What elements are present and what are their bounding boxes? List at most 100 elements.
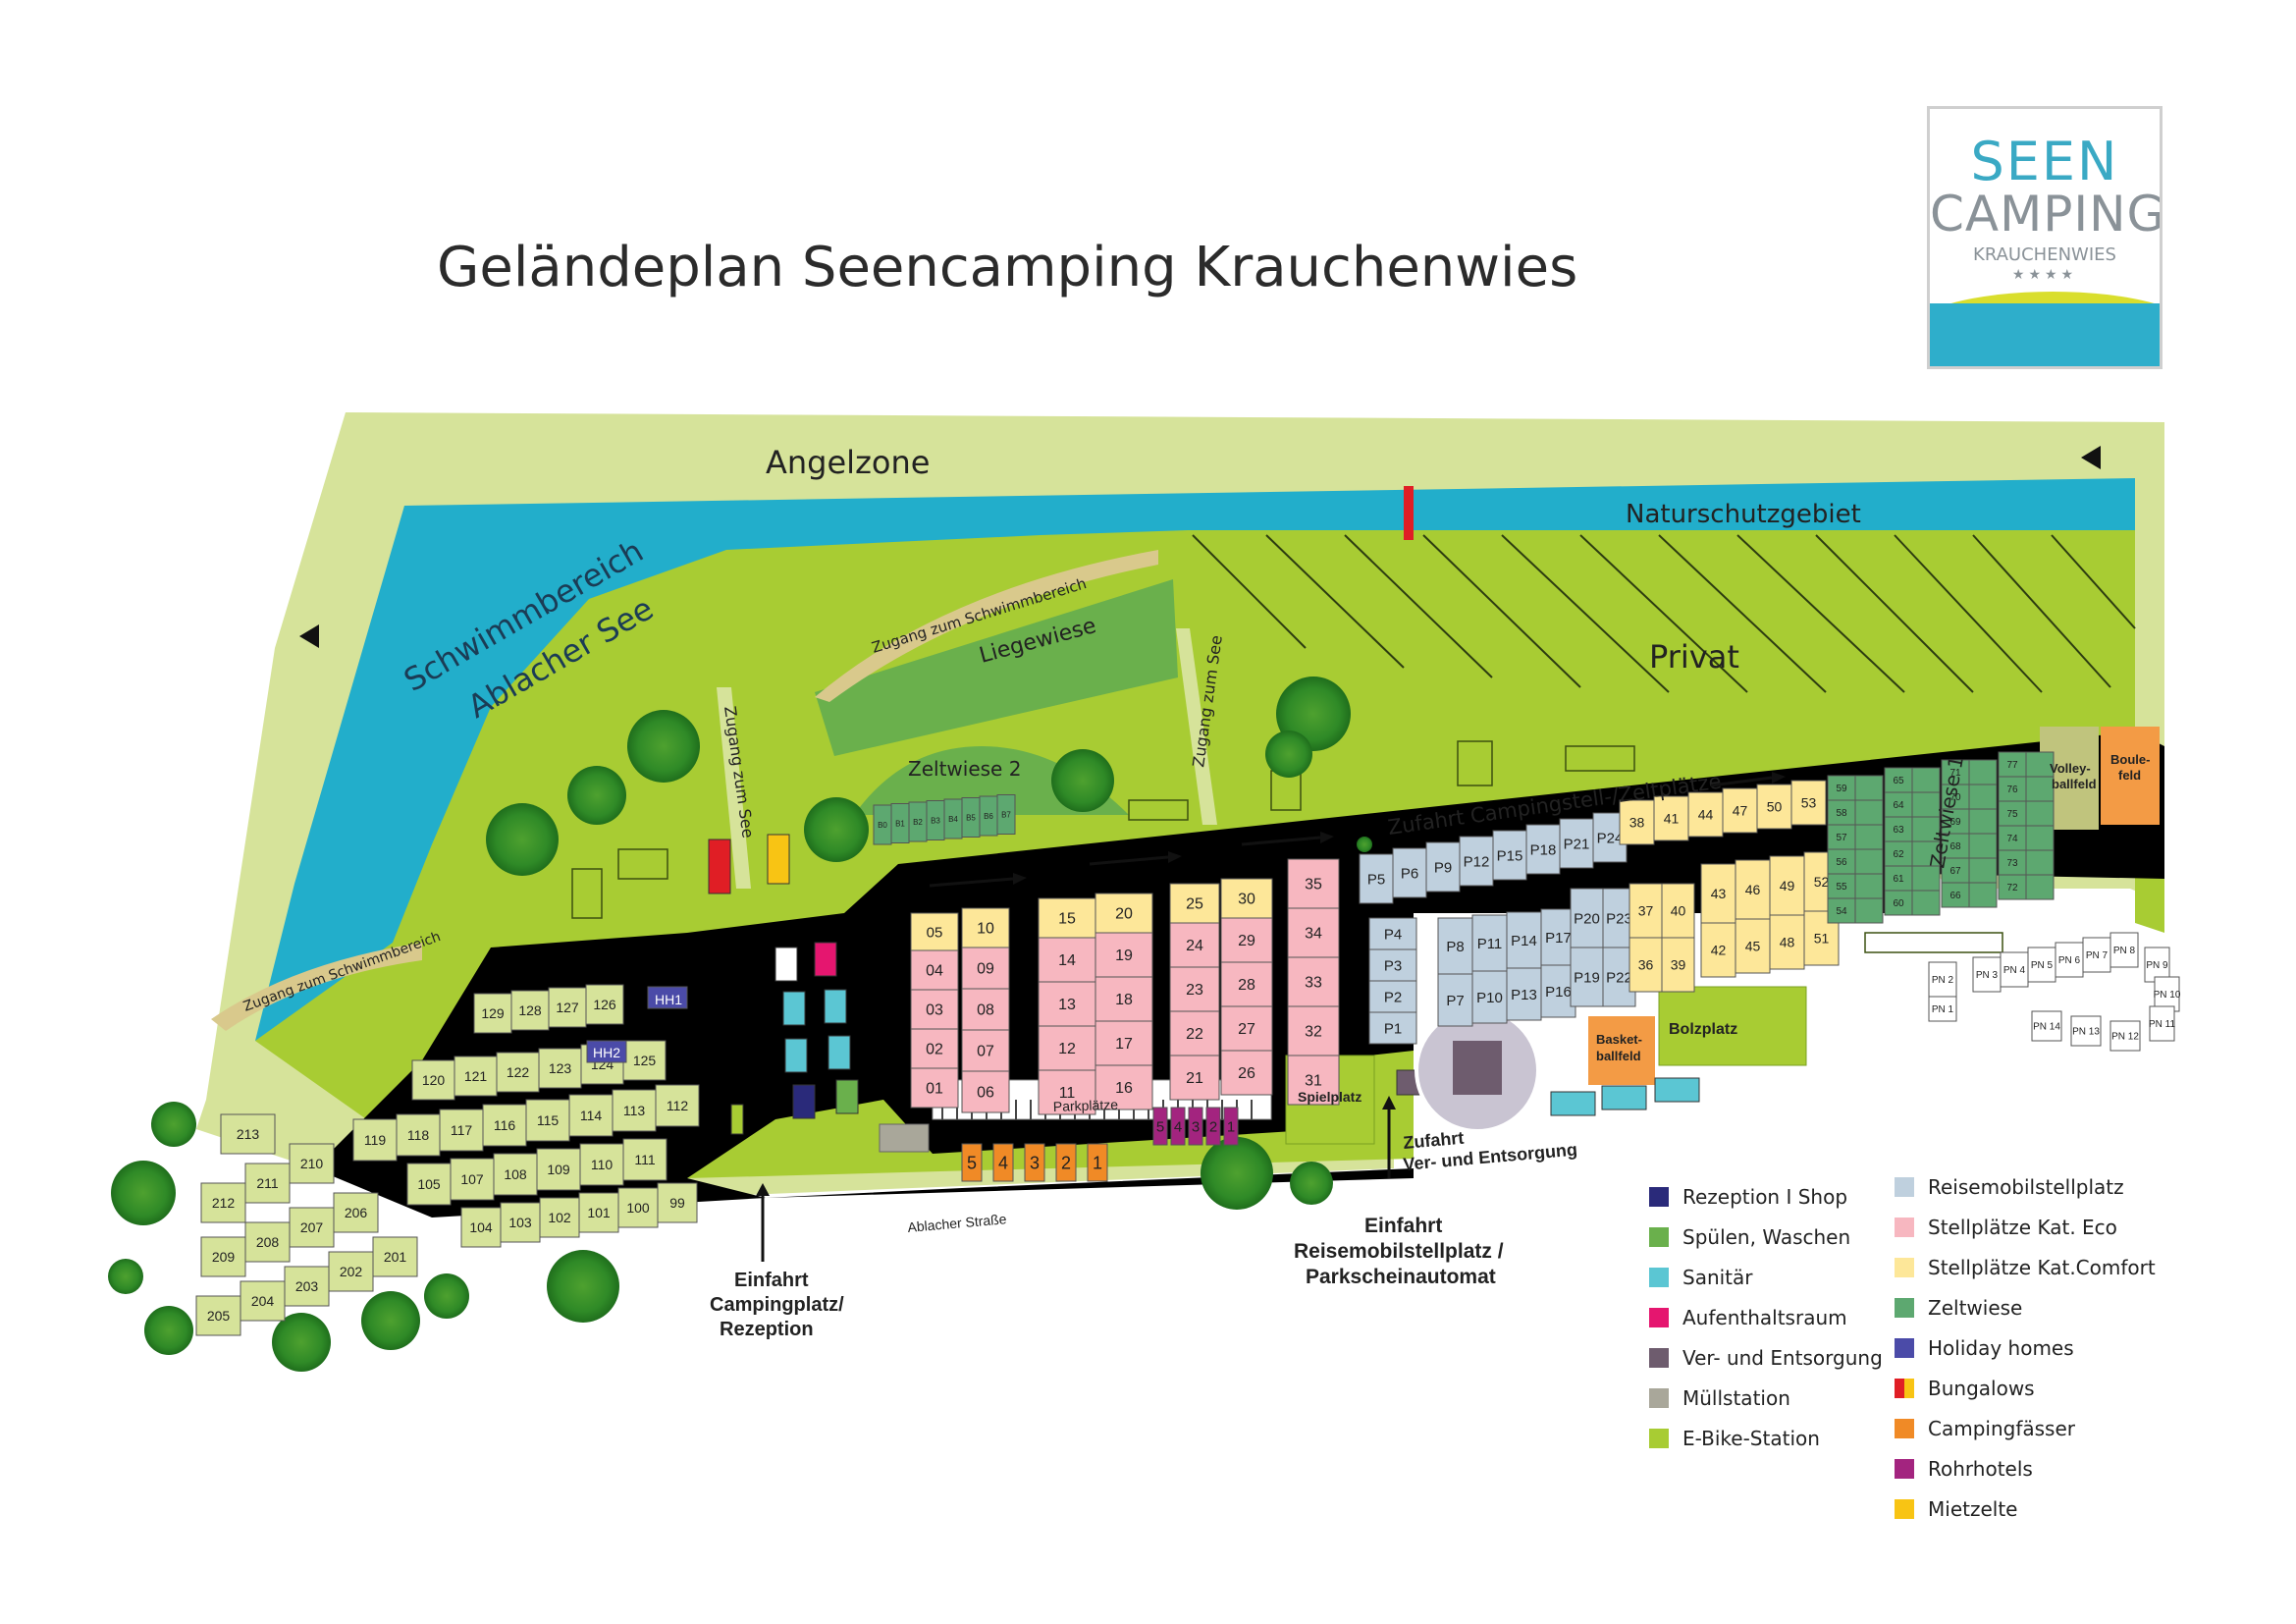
pitch-eco[interactable]: 18 bbox=[1095, 976, 1153, 1022]
holiday-home[interactable]: 126 bbox=[585, 984, 624, 1025]
pitch-mobile[interactable]: P18 bbox=[1525, 824, 1561, 875]
pitch-comfort[interactable]: 10 bbox=[961, 907, 1010, 948]
holiday-home[interactable]: 123 bbox=[538, 1048, 582, 1089]
pitch-tent[interactable] bbox=[2025, 874, 2055, 900]
pitch-comfort[interactable]: 15 bbox=[1038, 897, 1096, 939]
pitch-tent[interactable]: B7 bbox=[996, 794, 1016, 835]
camping-barrel[interactable]: 4 bbox=[992, 1143, 1014, 1182]
holiday-home[interactable]: 211 bbox=[244, 1163, 291, 1204]
tube-hotel[interactable]: 4 bbox=[1170, 1107, 1186, 1146]
pitch-eco[interactable]: 32 bbox=[1287, 1005, 1340, 1056]
pitch-eco[interactable]: 28 bbox=[1220, 961, 1273, 1007]
pitch-eco[interactable]: 14 bbox=[1038, 937, 1096, 983]
pitch-tent[interactable] bbox=[1968, 882, 1998, 908]
pitch-mobile[interactable]: P2 bbox=[1368, 980, 1417, 1013]
pitch-tent[interactable]: 76 bbox=[1998, 776, 2027, 802]
holiday-home[interactable]: 110 bbox=[579, 1143, 624, 1186]
pitch-mobile[interactable]: P15 bbox=[1492, 830, 1527, 881]
pitch-eco[interactable]: 29 bbox=[1220, 917, 1273, 963]
holiday-home[interactable]: 208 bbox=[244, 1221, 291, 1263]
pitch-tent[interactable]: 57 bbox=[1827, 824, 1856, 850]
pitch-tent[interactable] bbox=[1854, 775, 1884, 801]
pitch-eco[interactable]: 02 bbox=[910, 1028, 959, 1069]
pitch-tent[interactable]: 72 bbox=[1998, 874, 2027, 900]
pitch-tent[interactable]: 58 bbox=[1827, 799, 1856, 826]
pitch-comfort[interactable]: 38 bbox=[1619, 799, 1655, 845]
holiday-home[interactable]: 121 bbox=[454, 1056, 498, 1097]
pitch-comfort[interactable]: 47 bbox=[1722, 787, 1758, 834]
holiday-home[interactable]: 125 bbox=[622, 1040, 667, 1081]
tube-hotel[interactable]: 2 bbox=[1205, 1107, 1221, 1146]
pitch-tent[interactable]: B2 bbox=[908, 801, 928, 842]
cabin-pn[interactable]: PN 5 bbox=[2027, 947, 2056, 983]
pitch-mobile[interactable]: P6 bbox=[1392, 847, 1427, 898]
cabin-pn[interactable]: PN 10 bbox=[2154, 976, 2181, 1012]
holiday-home[interactable]: 101 bbox=[578, 1192, 619, 1233]
pitch-eco[interactable]: 11 bbox=[1038, 1069, 1096, 1115]
pitch-comfort[interactable]: 40 bbox=[1661, 883, 1695, 939]
pitch-eco[interactable]: 13 bbox=[1038, 981, 1096, 1027]
camping-barrel[interactable]: 1 bbox=[1087, 1143, 1108, 1182]
pitch-eco[interactable]: 17 bbox=[1095, 1020, 1153, 1066]
cabin-pn[interactable]: PN 2 bbox=[1928, 961, 1957, 998]
holiday-home[interactable]: 213 bbox=[220, 1113, 276, 1155]
pitch-comfort[interactable]: 48 bbox=[1769, 914, 1805, 970]
pitch-comfort[interactable]: 49 bbox=[1769, 855, 1805, 916]
cabin-pn[interactable]: PN 13 bbox=[2070, 1015, 2102, 1047]
holiday-home[interactable]: 105 bbox=[406, 1163, 452, 1206]
pitch-comfort[interactable]: 44 bbox=[1687, 791, 1724, 838]
pitch-mobile[interactable]: P17 bbox=[1540, 908, 1576, 966]
holiday-home[interactable]: 202 bbox=[328, 1251, 374, 1292]
holiday-home[interactable]: 119 bbox=[352, 1118, 398, 1162]
holiday-home[interactable]: 109 bbox=[536, 1148, 581, 1191]
pitch-eco[interactable]: 34 bbox=[1287, 907, 1340, 958]
pitch-tent[interactable]: 55 bbox=[1827, 873, 1856, 899]
pitch-tent[interactable]: 56 bbox=[1827, 848, 1856, 875]
pitch-tent[interactable] bbox=[1854, 848, 1884, 875]
holiday-home[interactable]: 127 bbox=[548, 987, 587, 1028]
tube-hotel[interactable]: 5 bbox=[1152, 1107, 1168, 1146]
pitch-eco[interactable]: 01 bbox=[910, 1067, 959, 1109]
pitch-comfort[interactable]: 50 bbox=[1756, 784, 1792, 830]
holiday-home[interactable]: 206 bbox=[333, 1192, 379, 1233]
pitch-tent[interactable] bbox=[1854, 897, 1884, 924]
pitch-mobile[interactable]: P10 bbox=[1471, 970, 1508, 1024]
pitch-tent[interactable]: B0 bbox=[873, 804, 892, 845]
pitch-eco[interactable]: 21 bbox=[1169, 1055, 1220, 1101]
pitch-tent[interactable] bbox=[2025, 776, 2055, 802]
holiday-home[interactable]: 118 bbox=[396, 1113, 441, 1157]
pitch-tent[interactable]: 74 bbox=[1998, 825, 2027, 851]
pitch-eco[interactable]: 16 bbox=[1095, 1064, 1153, 1110]
holiday-home[interactable]: 212 bbox=[200, 1182, 246, 1223]
pitch-tent[interactable]: 54 bbox=[1827, 897, 1856, 924]
cabin-pn[interactable]: PN 11 bbox=[2149, 1005, 2175, 1042]
pitch-eco[interactable]: 04 bbox=[910, 949, 959, 991]
cabin-pn[interactable]: PN 3 bbox=[1972, 956, 2002, 993]
pitch-mobile[interactable]: P14 bbox=[1506, 911, 1542, 969]
holiday-home[interactable]: 104 bbox=[460, 1207, 502, 1248]
holiday-home[interactable]: 203 bbox=[284, 1266, 330, 1307]
pitch-comfort[interactable]: 20 bbox=[1095, 893, 1153, 934]
pitch-tent[interactable] bbox=[1968, 833, 1998, 859]
pitch-mobile[interactable]: P13 bbox=[1506, 967, 1542, 1021]
pitch-mobile[interactable]: P12 bbox=[1459, 836, 1494, 887]
pitch-eco[interactable]: 12 bbox=[1038, 1025, 1096, 1071]
holiday-home[interactable]: 100 bbox=[617, 1187, 659, 1228]
cabin-pn[interactable]: PN 4 bbox=[2000, 951, 2029, 988]
cabin-pn[interactable]: PN 1 bbox=[1928, 996, 1957, 1022]
pitch-tent[interactable]: B3 bbox=[926, 800, 945, 840]
pitch-eco[interactable]: 03 bbox=[910, 989, 959, 1030]
holiday-home[interactable]: 115 bbox=[525, 1099, 570, 1142]
pitch-mobile[interactable]: P7 bbox=[1437, 973, 1473, 1027]
pitch-tent[interactable]: 64 bbox=[1884, 791, 1913, 818]
holiday-home[interactable]: 120 bbox=[411, 1059, 455, 1101]
pitch-tent[interactable]: 68 bbox=[1941, 833, 1970, 859]
holiday-home[interactable]: 205 bbox=[195, 1295, 241, 1336]
pitch-tent[interactable] bbox=[2025, 800, 2055, 827]
holiday-home[interactable]: 209 bbox=[200, 1236, 246, 1277]
pitch-comfort[interactable]: 39 bbox=[1661, 937, 1695, 993]
holiday-home-hh1[interactable] bbox=[647, 986, 688, 1009]
cabin-pn[interactable]: PN 12 bbox=[2109, 1020, 2141, 1052]
pitch-comfort[interactable]: 42 bbox=[1700, 922, 1736, 978]
pitch-tent[interactable] bbox=[1854, 824, 1884, 850]
